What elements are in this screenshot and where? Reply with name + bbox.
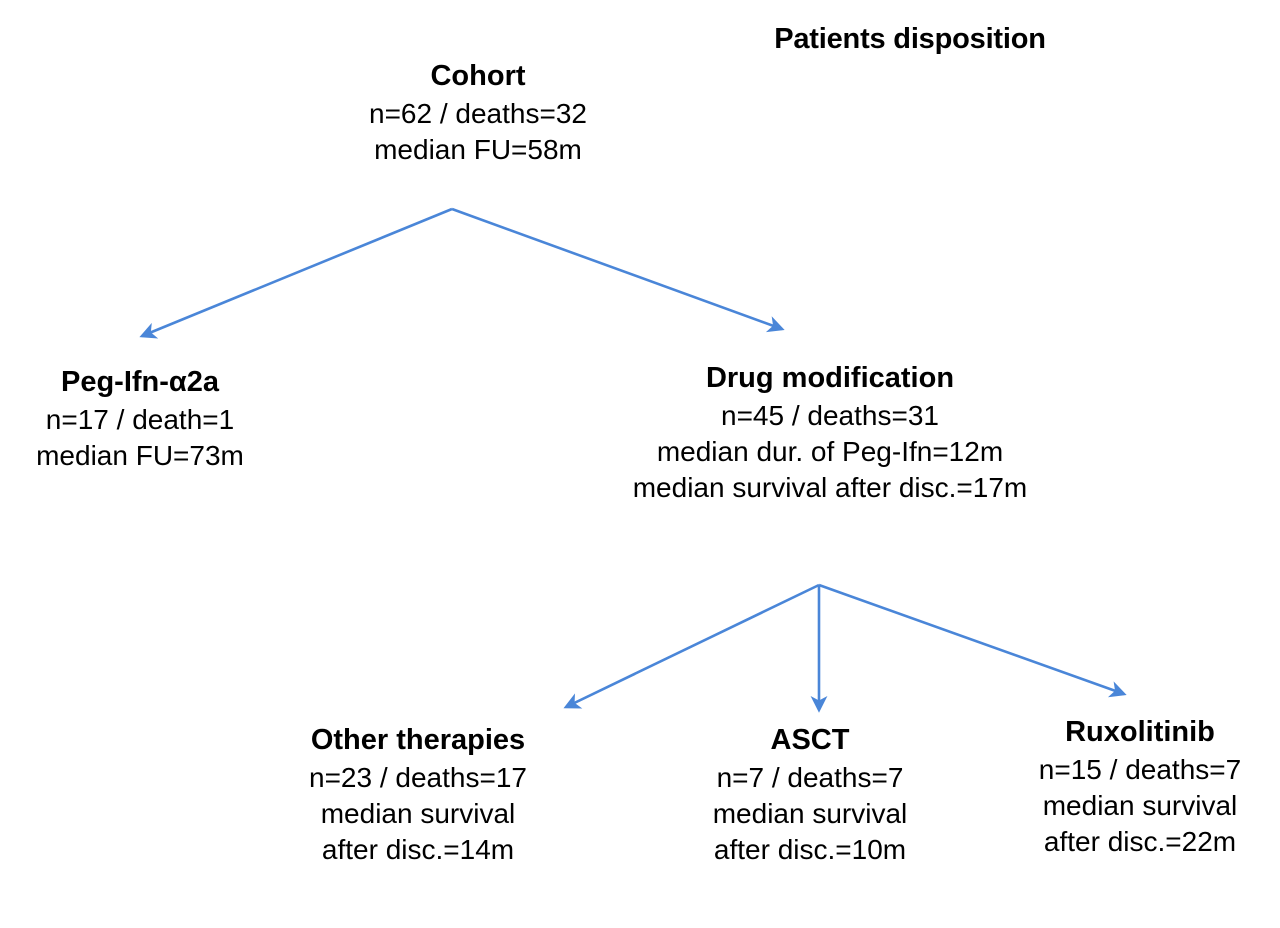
node-drug-modification-title: Drug modification — [705, 362, 955, 394]
node-asct-title: ASCT — [770, 724, 850, 756]
node-drug-modification-line-2: median dur. of Peg-Ifn=12m — [656, 436, 1004, 468]
node-ruxolitinib-line-2: median survival — [1042, 790, 1238, 822]
node-asct-line-1: n=7 / deaths=7 — [716, 761, 904, 793]
figure-title: Patients disposition — [774, 23, 1046, 55]
node-cohort-line-1: n=62 / deaths=32 — [369, 97, 587, 129]
node-other-therapies-line-3: after disc.=14m — [321, 834, 515, 866]
node-peg-ifn-a2a-line-1: n=17 / death=1 — [45, 403, 235, 435]
node-asct-line-2: median survival — [712, 798, 908, 830]
edge-drugmod-to-ruxolitinib — [818, 583, 1127, 698]
node-other-therapies-line-1: n=23 / deaths=17 — [309, 761, 527, 793]
node-ruxolitinib: Ruxolitinib n=15 / deaths=7 median survi… — [990, 714, 1280, 861]
node-other-therapies: Other therapies n=23 / deaths=17 median … — [258, 722, 578, 869]
edge-cohort-to-pegifn — [139, 207, 453, 339]
edge-cohort-to-drugmod — [451, 207, 785, 333]
node-cohort: Cohort n=62 / deaths=32 median FU=58m — [298, 58, 658, 168]
node-drug-modification-line-1: n=45 / deaths=31 — [721, 399, 939, 431]
node-ruxolitinib-line-1: n=15 / deaths=7 — [1038, 753, 1242, 785]
node-peg-ifn-a2a-line-2: median FU=73m — [36, 440, 244, 472]
node-drug-modification-line-3: median survival after disc.=17m — [632, 472, 1028, 504]
node-asct: ASCT n=7 / deaths=7 median survival afte… — [660, 722, 960, 869]
node-peg-ifn-a2a: Peg-Ifn-α2a n=17 / death=1 median FU=73m — [0, 364, 320, 474]
node-drug-modification: Drug modification n=45 / deaths=31 media… — [590, 360, 1070, 507]
node-ruxolitinib-line-3: after disc.=22m — [1043, 826, 1237, 858]
node-other-therapies-title: Other therapies — [310, 724, 526, 756]
node-other-therapies-line-2: median survival — [320, 798, 516, 830]
node-cohort-title: Cohort — [430, 60, 526, 92]
node-ruxolitinib-title: Ruxolitinib — [1065, 716, 1215, 748]
node-peg-ifn-a2a-title: Peg-Ifn-α2a — [60, 366, 219, 398]
edge-drugmod-to-other — [563, 583, 820, 709]
node-asct-line-3: after disc.=10m — [713, 834, 907, 866]
node-cohort-line-2: median FU=58m — [374, 134, 582, 166]
